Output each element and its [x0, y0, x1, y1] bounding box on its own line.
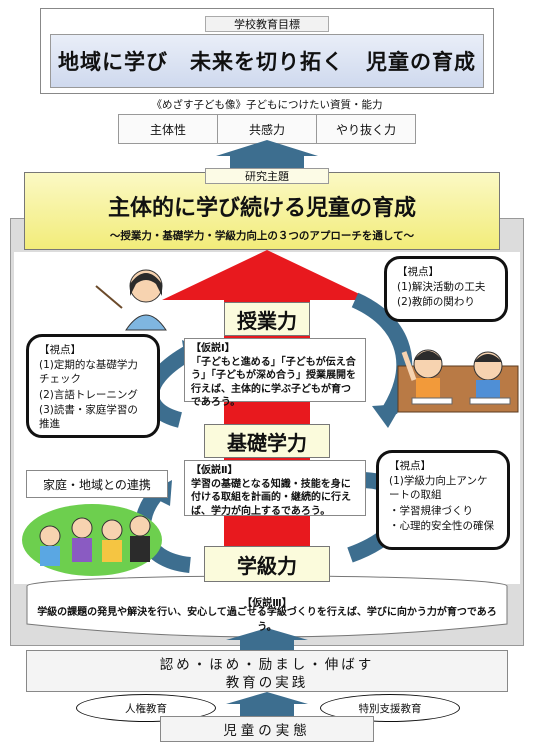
viewpoint-classroom-item: (1)学級力向上アンケートの取組	[389, 475, 488, 502]
students-illustration	[397, 349, 519, 413]
teacher-illustration	[95, 269, 167, 331]
school-goal-label: 学校教育目標	[205, 16, 329, 32]
pillar-teaching: 授業力	[224, 302, 310, 336]
viewpoint-basic-callout: 【視点】 (1)定期的な基礎学力チェック (2)言語トレーニング (3)読書・家…	[26, 334, 160, 438]
viewpoint-teaching-item: (2)教師の関わり	[397, 296, 475, 309]
hypothesis-1: 【仮説Ⅰ】 「子どもと進める」「子どもが伝え合う」「子どもが深め合う」授業展開を…	[184, 338, 366, 408]
cycle-arrowhead-right-top	[372, 404, 402, 428]
qualities-caption: 《めざす子ども像》子どもにつけたい資質・能力	[151, 98, 383, 111]
arrow-up-to-qualities	[216, 140, 318, 172]
research-theme-box	[24, 172, 500, 250]
viewpoint-teaching-callout: 【視点】 (1)解決活動の工夫 (2)教師の関わり	[384, 256, 508, 322]
viewpoint-basic-item: (2)言語トレーニング	[39, 388, 138, 401]
hypothesis-1-label: 【仮説Ⅰ】	[191, 343, 235, 354]
viewpoint-classroom-item: ・学習規律づくり	[389, 504, 473, 517]
quality-perseverance: やり抜く力	[316, 114, 416, 144]
viewpoint-basic-item: (1)定期的な基礎学力チェック	[39, 359, 138, 386]
research-theme-title: 主体的に学び続ける児童の育成	[107, 196, 416, 221]
practice-motto: 認め・ほめ・励まし・伸ばす	[159, 657, 375, 673]
viewpoint-basic-head: 【視点】	[39, 344, 81, 356]
arrow-practice-to-base	[226, 628, 308, 650]
pillar-classroom: 学級力	[204, 546, 330, 582]
practice-title: 教育の実践	[225, 675, 309, 691]
family-community-label: 家庭・地域との連携	[26, 470, 168, 498]
hypothesis-3-label: 【仮説Ⅲ】	[242, 597, 292, 609]
family-community-illustration	[22, 504, 162, 576]
school-goal-title: 地域に学び 未来を切り拓く 児童の育成	[58, 50, 476, 74]
hypothesis-3-text: 学級の課題の発見や解決を行い、安心して過ごせる学級づくりを行えば、学びに向かう力…	[37, 607, 497, 633]
hypothesis-2-label: 【仮説Ⅱ】	[191, 465, 238, 476]
pillar-basic-skills: 基礎学力	[204, 424, 330, 458]
arrow-reality-to-practice	[226, 692, 308, 716]
research-theme-label: 研究主題	[205, 168, 329, 184]
hypothesis-1-text: 「子どもと進める」「子どもが伝え合う」「子どもが深め合う」授業展開を行えば、主体…	[191, 356, 356, 409]
viewpoint-teaching-item: (1)解決活動の工夫	[397, 281, 486, 294]
viewpoint-basic-item: (3)読書・家庭学習の推進	[39, 403, 138, 430]
viewpoint-teaching-head: 【視点】	[397, 266, 439, 278]
research-theme-subtitle: ～授業力・基礎学力・学級力向上の３つのアプローチを通して～	[109, 229, 415, 242]
practice-box	[26, 650, 508, 692]
quality-empathy: 共感力	[217, 114, 317, 144]
quality-initiative: 主体性	[118, 114, 218, 144]
viewpoint-classroom-callout: 【視点】 (1)学級力向上アンケートの取組 ・学習規律づくり ・心理的安全性の確…	[376, 450, 510, 550]
viewpoint-classroom-head: 【視点】	[389, 460, 431, 472]
student-reality: 児童の実態	[160, 716, 374, 742]
hypothesis-2-text: 学習の基礎となる知識・技能を身に付ける取組を計画的・継続的に行えば、学力が向上す…	[191, 478, 351, 517]
red-growth-arrow	[162, 250, 372, 556]
hypothesis-2: 【仮説Ⅱ】 学習の基礎となる知識・技能を身に付ける取組を計画的・継続的に行えば、…	[184, 460, 366, 517]
school-goal-title-box: 地域に学び 未来を切り拓く 児童の育成	[50, 34, 484, 88]
viewpoint-classroom-item: ・心理的安全性の確保	[389, 519, 494, 532]
